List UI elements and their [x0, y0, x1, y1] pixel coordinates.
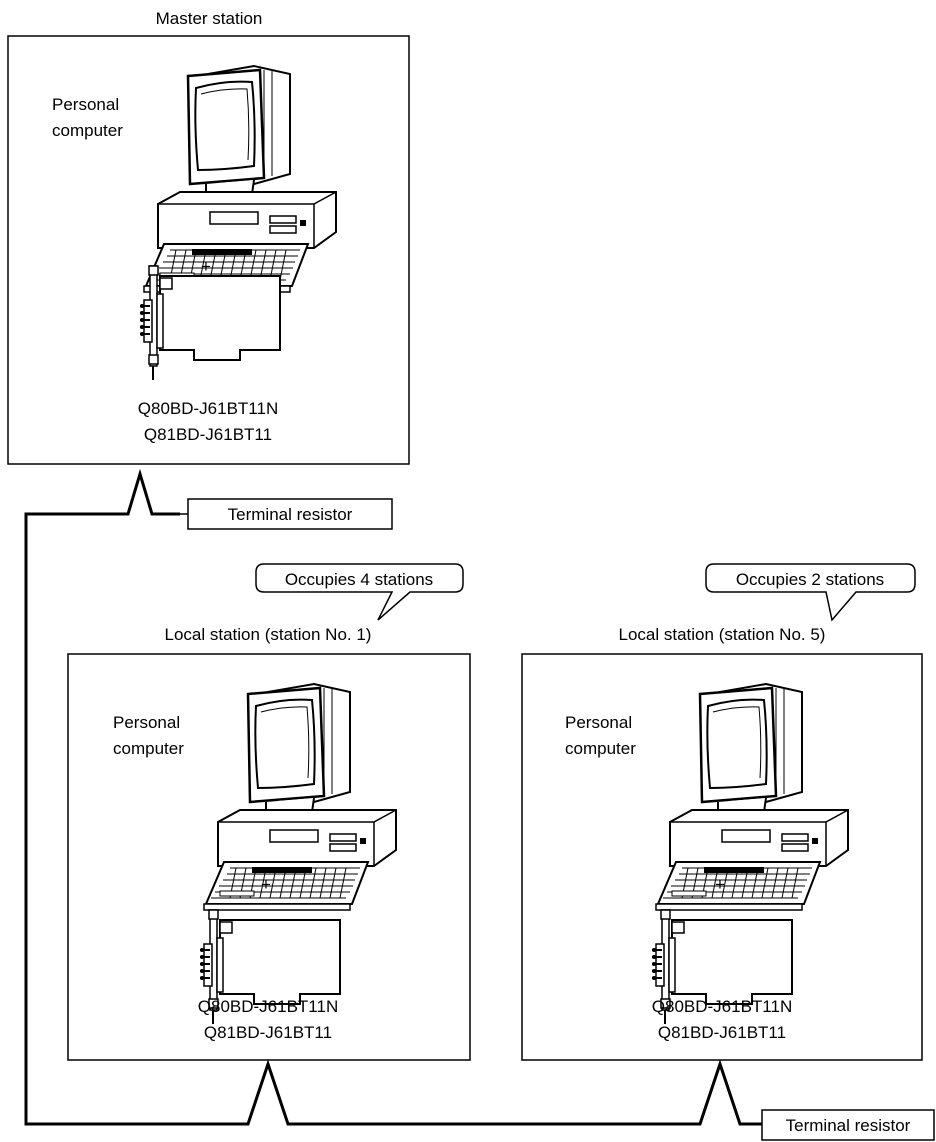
- master-model-line1: Q80BD-J61BT11N: [138, 399, 278, 418]
- master-pc-label-line2: computer: [52, 121, 123, 140]
- local1-pc-label-line1: Personal: [113, 713, 180, 732]
- terminal-resistor-top-text: Terminal resistor: [228, 505, 353, 524]
- local5-callout-text: Occupies 2 stations: [736, 570, 884, 589]
- local5-plus-sign: +: [715, 875, 725, 894]
- terminal-resistor-bottom-text: Terminal resistor: [786, 1116, 911, 1135]
- local1-model-line1: Q80BD-J61BT11N: [198, 997, 338, 1016]
- local1-callout-text: Occupies 4 stations: [285, 570, 433, 589]
- local5-occupies-callout: Occupies 2 stations: [705, 563, 916, 622]
- master-pc-label-line1: Personal: [52, 95, 119, 114]
- local1-plus-sign: +: [261, 875, 271, 894]
- master-plus-sign: +: [201, 257, 211, 276]
- terminal-resistor-top-label: Terminal resistor: [180, 498, 393, 530]
- local1-occupies-callout: Occupies 4 stations: [255, 563, 464, 621]
- master-model-line2: Q81BD-J61BT11: [144, 425, 272, 444]
- local1-model-line2: Q81BD-J61BT11: [204, 1023, 332, 1042]
- local5-model-line2: Q81BD-J61BT11: [658, 1023, 786, 1042]
- local5-pc-label-line1: Personal: [565, 713, 632, 732]
- local5-station-title: Local station (station No. 5): [619, 625, 826, 644]
- local5-pc-label-line2: computer: [565, 739, 636, 758]
- terminal-resistor-bottom-label: Terminal resistor: [761, 1109, 935, 1141]
- local5-model-line1: Q80BD-J61BT11N: [652, 997, 792, 1016]
- master-station-title: Master station: [156, 9, 263, 28]
- local1-station-title: Local station (station No. 1): [165, 625, 372, 644]
- local1-pc-label-line2: computer: [113, 739, 184, 758]
- network-cable: [24, 468, 762, 1126]
